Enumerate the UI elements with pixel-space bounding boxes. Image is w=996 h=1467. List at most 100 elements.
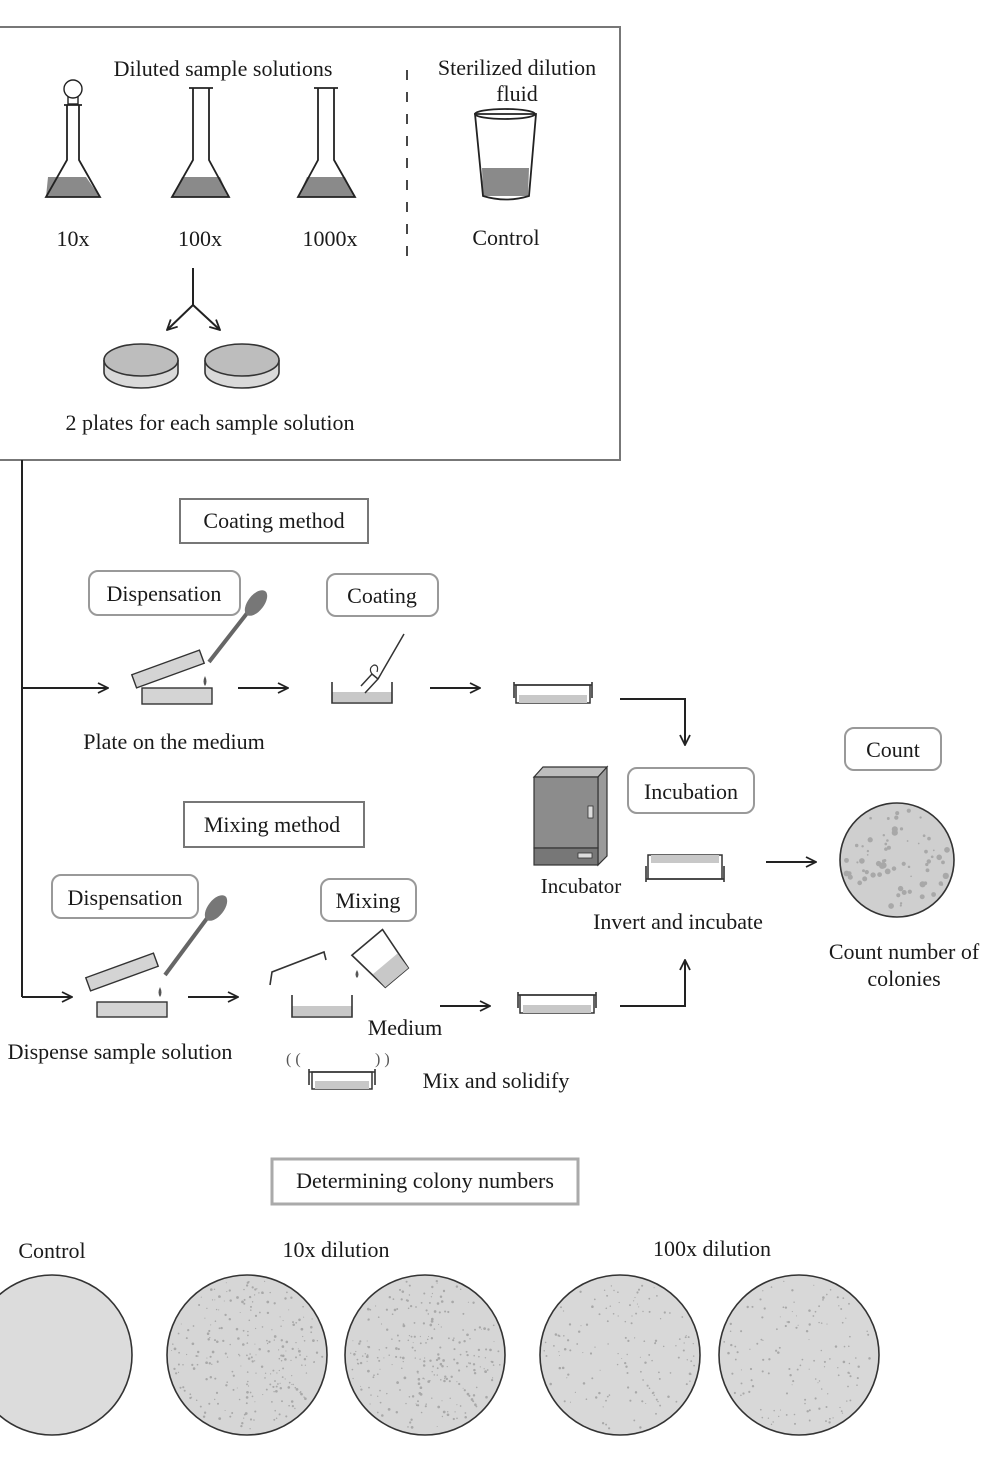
coating-dispensation-box xyxy=(88,570,241,616)
plate-100x-b xyxy=(718,1274,880,1436)
colony-dot xyxy=(439,1295,443,1299)
colony-dot xyxy=(563,1400,566,1403)
colony-dot xyxy=(359,1340,362,1343)
colony-dot xyxy=(241,1422,244,1425)
colony-dot xyxy=(869,816,872,820)
colony-dot xyxy=(895,811,900,816)
colony-dot xyxy=(297,1348,299,1350)
colony-dot xyxy=(462,1312,465,1315)
colony-dot xyxy=(285,1350,287,1352)
colony-dot xyxy=(491,1377,494,1379)
colony-dot xyxy=(585,1398,588,1400)
colony-dot xyxy=(367,1346,369,1348)
mix-solidify-caption: Mix and solidify xyxy=(423,1068,570,1093)
colony-dot xyxy=(682,1349,685,1352)
colony-dot xyxy=(829,1358,831,1360)
colony-dot xyxy=(645,1402,647,1405)
colony-dot xyxy=(419,1358,421,1360)
colony-dot xyxy=(316,1339,319,1342)
colony-dot xyxy=(226,1356,229,1358)
colony-dot xyxy=(402,1323,405,1325)
colony-dot xyxy=(242,1343,245,1346)
colony-dot xyxy=(377,1316,380,1319)
colony-dot xyxy=(475,1405,478,1408)
colony-dot xyxy=(409,1421,412,1424)
colony-dot xyxy=(229,1415,232,1418)
colony-dot xyxy=(268,1340,271,1344)
colony-dot xyxy=(641,1400,644,1403)
colony-dot xyxy=(414,1349,416,1352)
label-10x: 10x xyxy=(57,226,90,251)
colony-dot xyxy=(238,1398,241,1401)
coating-dispense-illustration xyxy=(130,590,268,705)
colony-dot xyxy=(456,1381,458,1383)
label-1000x: 1000x xyxy=(303,226,358,251)
colony-dot xyxy=(305,1372,308,1374)
colony-dot xyxy=(408,1396,411,1398)
colony-dot xyxy=(431,1285,434,1289)
colony-dot xyxy=(942,872,949,880)
colony-dot xyxy=(261,1291,264,1294)
colony-dot xyxy=(624,1336,627,1339)
colony-dot xyxy=(228,1289,231,1292)
colony-dot xyxy=(269,1373,272,1375)
colony-dot xyxy=(598,1391,601,1395)
colony-dot xyxy=(410,1335,413,1338)
colony-dot xyxy=(198,1303,201,1307)
colony-dot xyxy=(206,1307,208,1310)
colony-dot xyxy=(251,1286,254,1289)
colony-dot xyxy=(836,1296,839,1299)
colony-dot xyxy=(220,1326,223,1330)
colony-dot xyxy=(566,1377,568,1379)
colony-dot xyxy=(253,1419,255,1421)
colony-dot xyxy=(779,1409,782,1411)
label-100x: 100x xyxy=(178,226,222,251)
colony-dot xyxy=(827,1393,829,1395)
colony-dot xyxy=(563,1347,567,1351)
colony-dot xyxy=(398,1288,402,1291)
colony-dot xyxy=(196,1350,200,1354)
colony-dot xyxy=(447,1337,450,1340)
colony-dot xyxy=(689,1380,691,1382)
colony-dot xyxy=(209,1336,211,1339)
colony-dot xyxy=(302,1305,304,1308)
colony-dot xyxy=(805,1329,809,1333)
colony-dot xyxy=(862,876,868,882)
colony-dot xyxy=(940,883,944,886)
colony-dot xyxy=(944,847,950,853)
colony-dot xyxy=(294,1386,297,1389)
colony-dot xyxy=(272,1369,275,1372)
colony-dot xyxy=(641,1284,644,1287)
control-beaker xyxy=(474,108,537,201)
colony-dot xyxy=(818,1380,821,1382)
colony-dot xyxy=(430,1320,434,1323)
colony-dot xyxy=(366,1340,368,1342)
colony-dot xyxy=(492,1324,495,1327)
colony-dot xyxy=(294,1407,296,1410)
colony-dot xyxy=(367,1345,371,1349)
colony-dot xyxy=(906,808,911,813)
mixing-dispensation-box xyxy=(51,874,199,919)
colony-dot xyxy=(284,1297,287,1300)
colony-dot xyxy=(214,1398,216,1401)
colony-dot xyxy=(605,1307,608,1310)
colony-dot xyxy=(254,1314,258,1317)
colony-dot xyxy=(206,1332,210,1335)
mix-solidify-illustration: ( ( ) ) xyxy=(286,1051,390,1090)
colony-dot xyxy=(191,1342,195,1346)
colony-dot xyxy=(848,1302,850,1305)
colony-dot xyxy=(415,1403,417,1405)
colony-dot xyxy=(303,1316,305,1318)
colony-dot xyxy=(239,1355,241,1357)
colony-dot xyxy=(446,1413,450,1417)
colony-dot xyxy=(804,1398,807,1401)
colony-dot xyxy=(685,1335,687,1337)
colony-dot xyxy=(654,1339,658,1343)
colony-dot xyxy=(441,1415,444,1418)
colony-dot xyxy=(792,1380,795,1383)
colony-dot xyxy=(931,892,936,897)
colony-dot xyxy=(808,1309,811,1312)
colony-dot xyxy=(637,1288,641,1291)
colony-dot xyxy=(925,868,930,873)
label-control: Control xyxy=(472,225,539,250)
